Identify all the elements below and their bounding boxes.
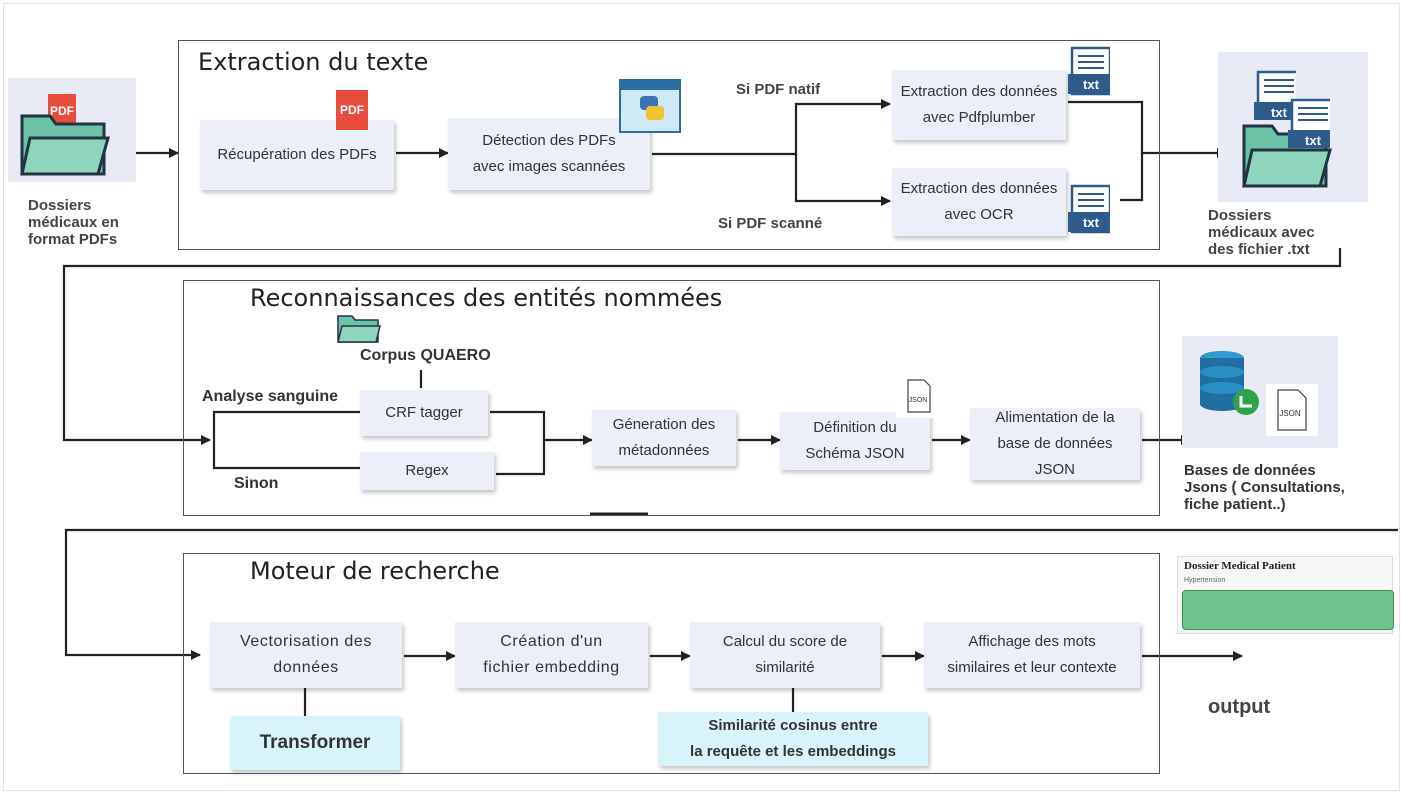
alimentation-box: Alimentation de la base de données JSON <box>970 408 1140 480</box>
definition-box: Définition du Schéma JSON <box>780 412 930 470</box>
transformer-box: Transformer <box>230 716 400 770</box>
txt-file-icon: txt <box>1068 184 1110 234</box>
crf-tagger-box: CRF tagger <box>360 390 488 436</box>
database-icon <box>1200 351 1259 415</box>
json-file-icon: JSON <box>896 376 938 418</box>
svg-text:JSON: JSON <box>1279 409 1301 418</box>
affichage-box: Affichage des mots similaires et leur co… <box>924 622 1140 688</box>
corpus-label: Corpus QUAERO <box>360 347 491 364</box>
calcul-box: Calcul du score de similarité <box>690 622 880 688</box>
txt-file-icon: txt <box>1254 70 1296 120</box>
section-ner <box>183 280 1160 516</box>
folder-icon <box>337 315 381 343</box>
patient-record-preview: Dossier Medical Patient Hypertension <box>1177 556 1394 634</box>
recuperation-box: Récupération des PDFs <box>200 120 394 190</box>
section-search <box>183 553 1160 774</box>
sinon-label: Sinon <box>234 475 279 492</box>
section-title-ner: Reconnaissances des entités nommées <box>250 284 723 312</box>
svg-text:txt: txt <box>1305 133 1322 148</box>
vectorisation-box: Vectorisation des données <box>210 622 402 688</box>
svg-text:txt: txt <box>1271 105 1288 120</box>
creation-box: Création d'un fichier embedding <box>455 622 648 688</box>
json-file-icon: JSON <box>1266 384 1318 436</box>
svg-text:txt: txt <box>1083 215 1100 230</box>
pdfplumber-box: Extraction des données avec Pdfplumber <box>892 70 1066 140</box>
branch-native-label: Si PDF natif <box>736 81 821 98</box>
analyse-label: Analyse sanguine <box>202 388 339 405</box>
svg-text:JSON: JSON <box>909 397 928 404</box>
section-title-search: Moteur de recherche <box>250 557 500 585</box>
txt-file-icon: txt <box>1288 98 1330 148</box>
generation-box: Géneration des métadonnées <box>592 410 736 466</box>
json-db-label: Bases de données Jsons ( Consultations, … <box>1184 462 1345 513</box>
preview-title: Dossier Medical Patient <box>1184 560 1296 572</box>
output-label: output <box>1208 696 1271 718</box>
pdf-icon: PDF <box>336 90 368 130</box>
merge-lines <box>1068 100 1144 202</box>
txt-folder-label: Dossiers médicaux avec des fichier .txt <box>1208 207 1315 258</box>
section-extraction <box>178 40 1160 250</box>
txt-file-icon: txt <box>1068 46 1110 96</box>
diagram-frame <box>3 3 1400 791</box>
python-folder-icon <box>619 79 681 133</box>
regex-box: Regex <box>360 452 494 490</box>
pdf-folder-label: Dossiers médicaux en format PDFs <box>28 197 119 248</box>
section-title-extraction: Extraction du texte <box>198 48 429 76</box>
svg-text:txt: txt <box>1083 77 1100 92</box>
preview-highlight <box>1182 590 1394 630</box>
detection-box: Détection des PDFs avec images scannées <box>448 118 650 190</box>
cosinus-box: Similarité cosinus entre la requête et l… <box>658 712 928 766</box>
ocr-box: Extraction des données avec OCR <box>892 168 1066 236</box>
folder-icon <box>20 114 110 176</box>
branch-scanned-label: Si PDF scanné <box>718 215 823 232</box>
connector-s1-s2 <box>62 248 1342 445</box>
preview-subtitle: Hypertension <box>1184 577 1226 584</box>
connector-s2-s3 <box>64 528 1398 660</box>
branch-lines <box>652 99 891 156</box>
